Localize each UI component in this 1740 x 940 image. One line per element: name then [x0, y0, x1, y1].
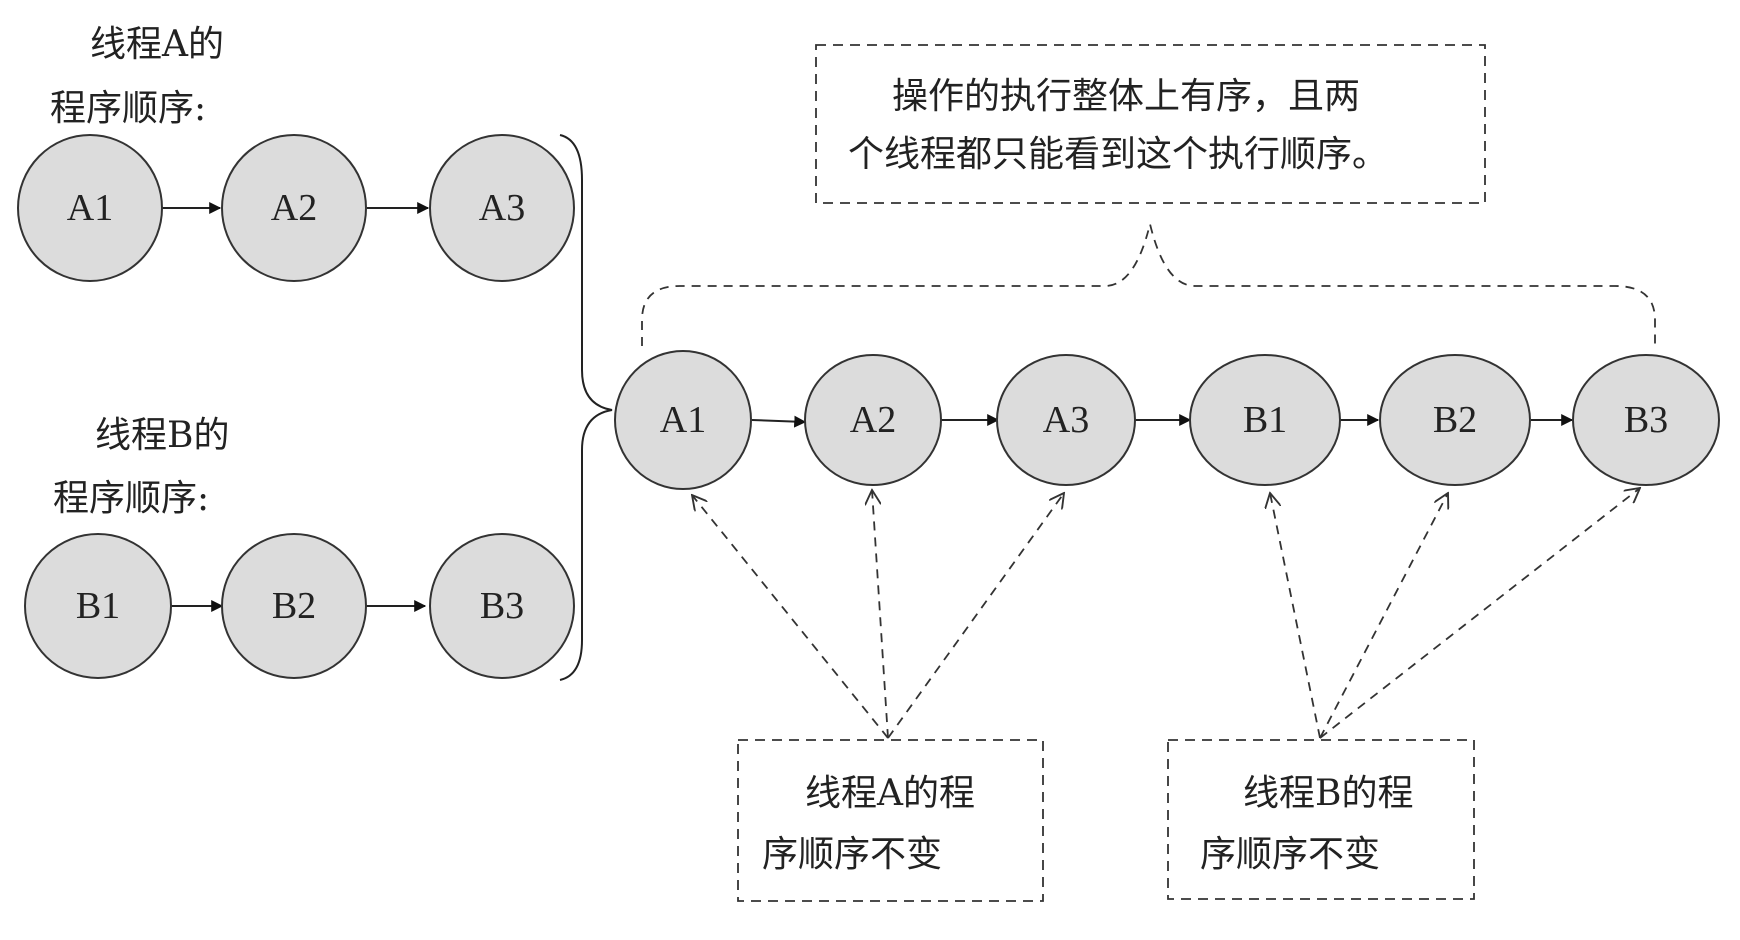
node-label: A3 — [1043, 399, 1089, 441]
node-label: B2 — [272, 585, 316, 627]
edge-merged-1 — [751, 415, 807, 428]
note-b-line2: 序顺序不变 — [1200, 834, 1380, 875]
dashed-arrow-to-b2 — [1319, 493, 1448, 739]
node-label: B3 — [480, 585, 524, 627]
note-b-arrows — [1270, 488, 1640, 739]
node-merged-b1 — [1189, 354, 1341, 486]
node-merged-b2 — [1379, 354, 1531, 486]
node-thread-a-1 — [17, 134, 163, 282]
dashed-arrow-to-b1 — [1270, 493, 1321, 739]
node-thread-b-2 — [221, 533, 367, 679]
thread-a-chain: A1 A2 A3 — [17, 134, 575, 282]
top-note-box — [815, 44, 1486, 204]
merge-brace — [559, 134, 613, 681]
node-label: B3 — [1624, 399, 1668, 441]
node-label: B2 — [1433, 399, 1477, 441]
node-label: A1 — [660, 399, 706, 441]
note-b-box — [1167, 739, 1475, 900]
node-label: A2 — [271, 187, 317, 229]
node-merged-a3 — [996, 354, 1136, 486]
node-label: B1 — [76, 585, 120, 627]
node-label: B1 — [1243, 399, 1287, 441]
note-a-arrows — [692, 490, 1064, 739]
node-thread-a-3 — [429, 134, 575, 282]
thread-a-caption-line2: 程序顺序: — [50, 88, 206, 129]
node-merged-a1 — [614, 350, 752, 490]
dashed-arrow-to-a1 — [692, 495, 889, 739]
merged-sequence: A1 A2 A3 B1 B2 B3 — [614, 350, 1720, 490]
note-a-line1: 线程A的程 — [805, 773, 975, 814]
dashed-arrow-to-b3 — [1319, 488, 1640, 739]
dashed-arrow-to-a3 — [887, 493, 1064, 739]
top-note-line2: 个线程都只能看到这个执行顺序。 — [848, 134, 1388, 175]
thread-b-caption-line1: 线程B的 — [95, 415, 229, 456]
node-thread-b-1 — [24, 533, 172, 679]
node-label: A3 — [479, 187, 525, 229]
top-note-line1: 操作的执行整体上有序，且两 — [892, 76, 1360, 117]
dashed-arrow-to-a2 — [872, 490, 889, 739]
thread-b-chain: B1 B2 B3 — [24, 533, 575, 679]
note-a-box — [737, 739, 1044, 902]
node-thread-a-2 — [221, 134, 367, 282]
node-label: A1 — [67, 187, 113, 229]
node-merged-a2 — [804, 354, 942, 486]
overall-order-brace — [641, 223, 1656, 346]
note-b-line1: 线程B的程 — [1243, 773, 1413, 814]
node-thread-b-3 — [429, 533, 575, 679]
note-a-line2: 序顺序不变 — [762, 834, 942, 875]
node-merged-b3 — [1572, 354, 1720, 486]
thread-b-caption-line2: 程序顺序: — [53, 478, 209, 519]
node-label: A2 — [850, 399, 896, 441]
thread-a-caption-line1: 线程A的 — [90, 24, 224, 65]
